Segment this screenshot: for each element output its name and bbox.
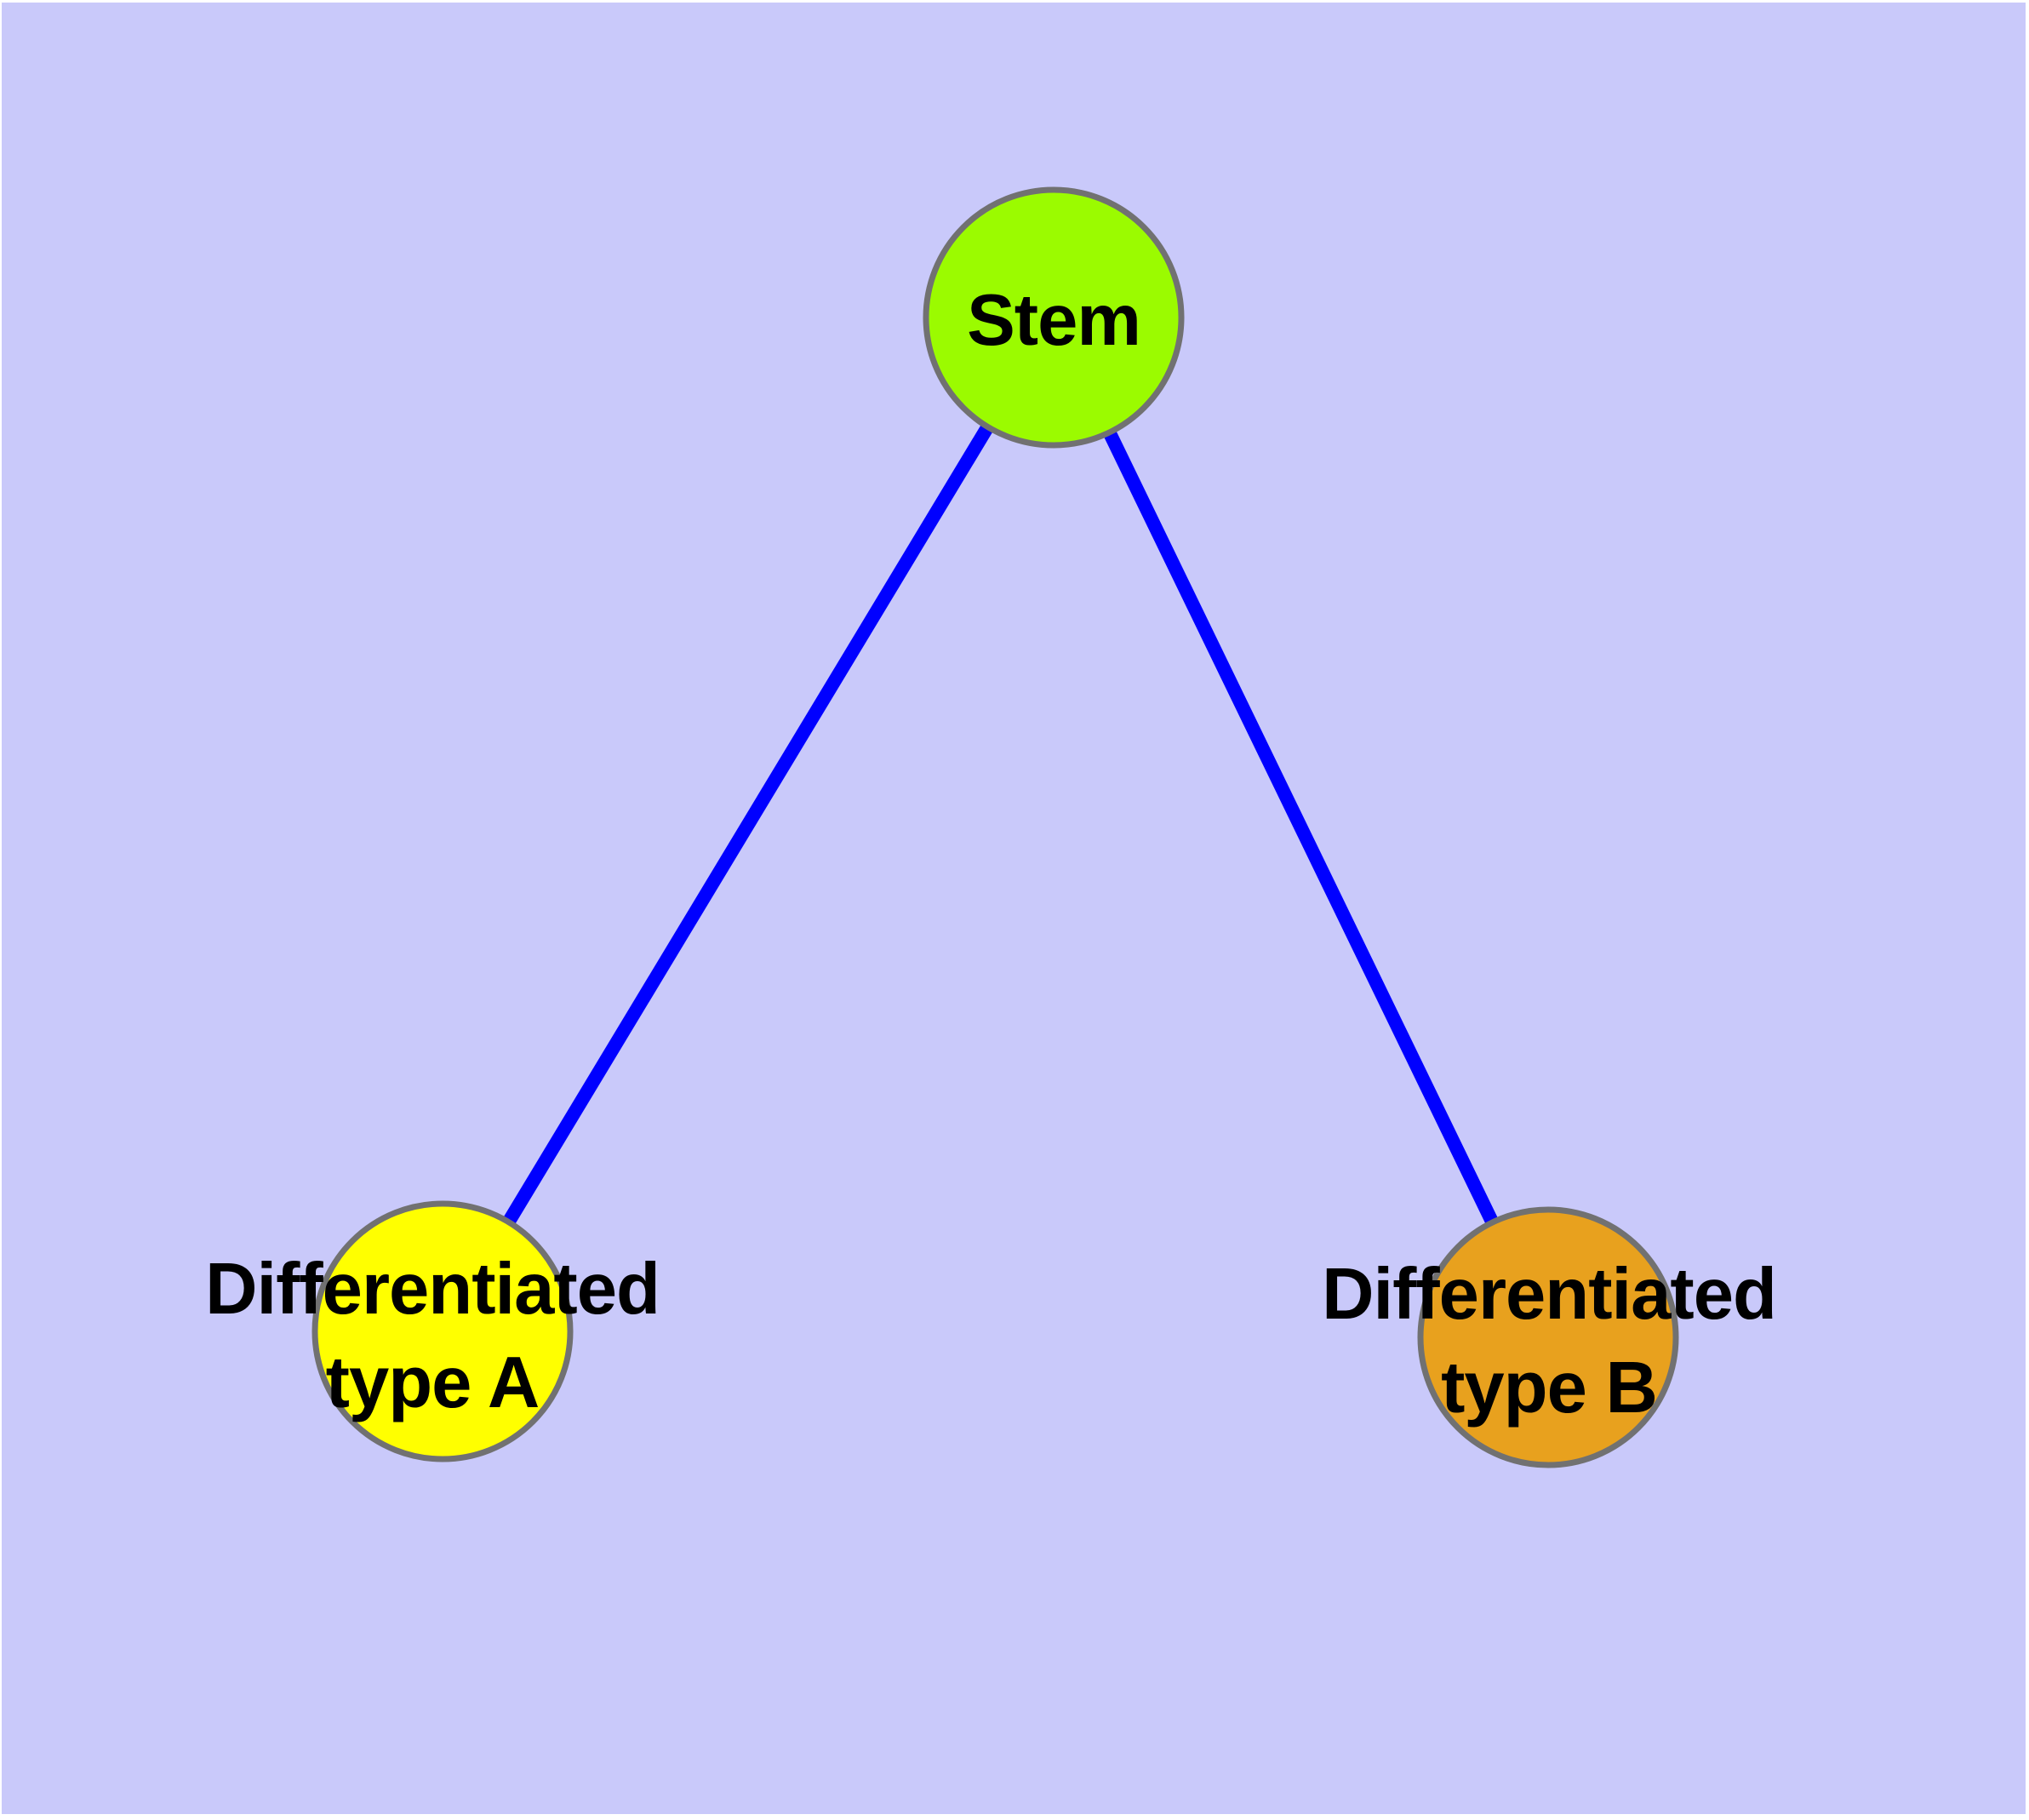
edge-stem-to-type-b: [1047, 314, 1555, 1341]
node-type-a: [311, 1200, 574, 1462]
node-stem: [923, 186, 1185, 449]
node-type-b: [1417, 1206, 1679, 1468]
edge-stem-to-type-a: [437, 313, 1060, 1336]
